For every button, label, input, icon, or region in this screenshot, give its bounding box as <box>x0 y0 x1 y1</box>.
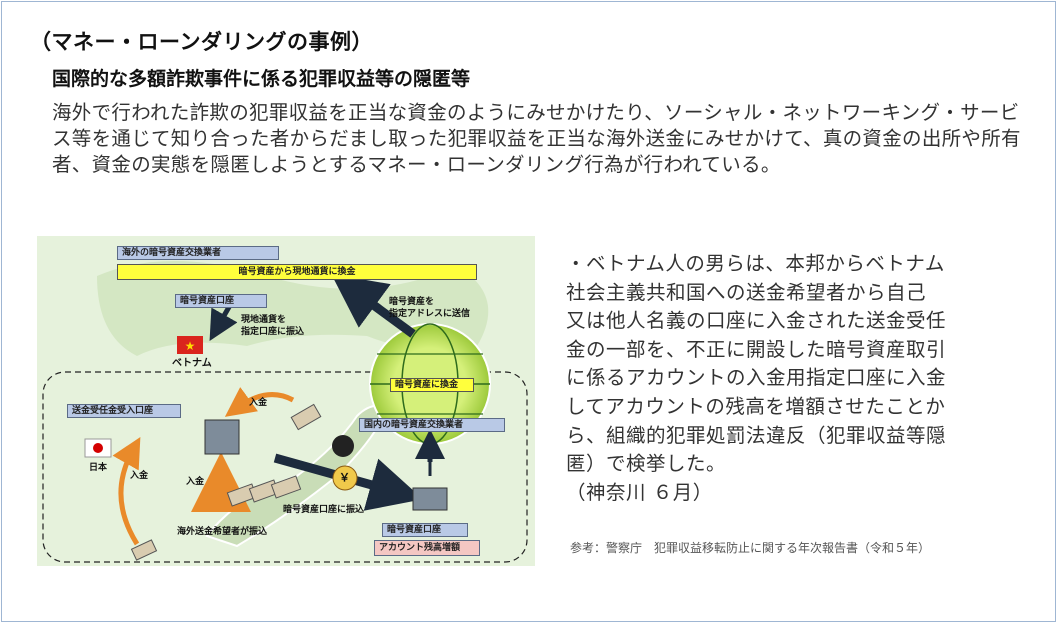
send-to-address-label: 暗号資産を 指定アドレスに送信 <box>389 297 471 319</box>
criminal-icon <box>332 435 354 457</box>
convert-to-fiat-box: 暗号資産から現地通貨に換金 <box>117 264 477 280</box>
reference-note: 参考：警察庁 犯罪収益移転防止に関する年次報告書（令和５年） <box>570 541 931 555</box>
case-line: 金の一部を、不正に開設した暗号資産取引 <box>566 337 947 361</box>
vietnam-label: ベトナム <box>172 358 212 369</box>
svg-text:★: ★ <box>185 339 196 353</box>
exchange-to-crypto-box: 暗号資産に換金 <box>390 378 474 392</box>
domestic-exchanger-box: 国内の暗号資産交換業者 <box>359 418 505 432</box>
case-description: ・ベトナム人の男らは、本邦からベトナム 社会主義共和国への送金希望者から自己 又… <box>566 250 1026 507</box>
case-line: 匿）で検挙した。 <box>566 452 727 476</box>
vietnam-flag-icon <box>177 336 203 354</box>
case-line: ら、組織的犯罪処罰法違反（犯罪収益等隠 <box>566 423 947 447</box>
deposit-label-center: 入金 <box>186 477 205 487</box>
japan-label: 日本 <box>89 463 108 473</box>
arrow-deposit-left <box>112 436 141 546</box>
server-icon <box>412 487 448 511</box>
page-title: （マネー・ローンダリングの事例） <box>30 30 373 54</box>
fiat-transfer-label: 現地通貨を 指定口座に振込 <box>241 315 305 337</box>
case-line: してアカウントの残高を増額させたことか <box>566 394 946 418</box>
deposit-label-top: 入金 <box>249 398 268 408</box>
yen-label: ￥ <box>339 471 350 484</box>
remit-hopefuls-label: 海外送金希望者が振込 <box>177 527 268 537</box>
overseas-exchanger-box: 海外の暗号資産交換業者 <box>117 246 279 260</box>
case-line: に係るアカウントの入金用指定口座に入金 <box>566 366 947 390</box>
balance-increase-box: アカウント残高増額 <box>374 540 480 556</box>
money-laundering-diagram: ★ 海外の暗号資産交換業者 暗号資産から現地通貨に換金 暗号資産口座 現地通貨を… <box>37 236 535 566</box>
japan-region <box>42 371 528 563</box>
diagram-graphics: ★ <box>42 261 528 563</box>
remittance-account-box: 送金受任金受入口座 <box>67 404 181 418</box>
banknotes-icon <box>130 403 322 561</box>
money-bag-icon <box>332 465 358 491</box>
case-title: 国際的な多額詐欺事件に係る犯罪収益等の隠匿等 <box>52 68 471 90</box>
deposit-label-left: 入金 <box>130 471 149 481</box>
arrow-up-to-overseas <box>331 274 416 338</box>
case-line: 社会主義共和国への送金希望者から自己 <box>566 280 927 304</box>
case-line: ・ベトナム人の男らは、本邦からベトナム <box>566 252 945 275</box>
case-location: （神奈川 ６月） <box>566 480 713 504</box>
transfer-to-crypto-label: 暗号資産口座に振込 <box>283 505 365 515</box>
world-map-shape <box>97 261 489 356</box>
arrow-deposit-top <box>224 387 295 417</box>
overseas-crypto-account-box: 暗号資産口座 <box>175 294 267 308</box>
case-line: 又は他人名義の口座に入金された送金受任 <box>566 309 947 333</box>
intro-paragraph: 海外で行われた詐欺の犯罪収益を正当な資金のようにみせかけたり、ソーシャル・ネット… <box>52 101 1021 176</box>
domestic-crypto-account-box: 暗号資産口座 <box>382 523 468 537</box>
bank-building-icon <box>204 419 240 455</box>
